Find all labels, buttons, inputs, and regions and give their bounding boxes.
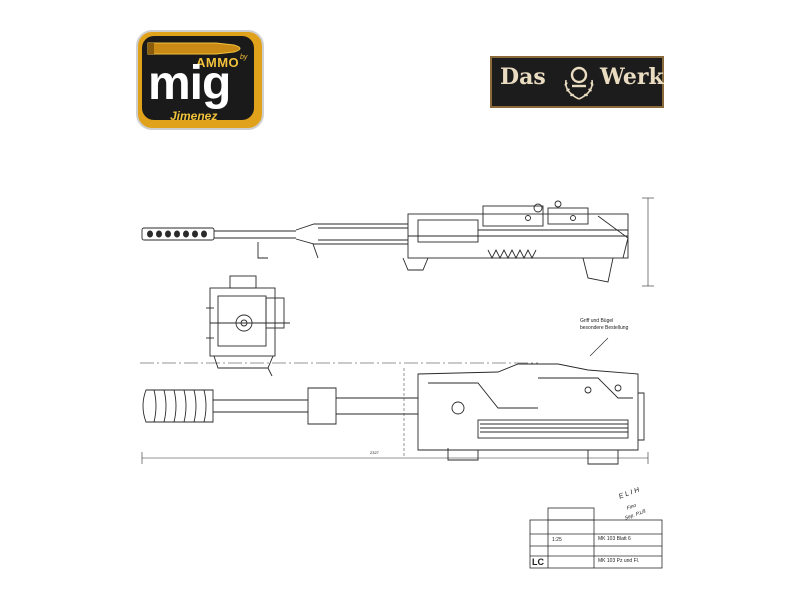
title-block-sheet: MK 103 Blatt 6 bbox=[598, 536, 631, 542]
logo-by-text: by bbox=[240, 54, 248, 61]
logo-ammo-text: AMMO bbox=[196, 55, 240, 70]
annotation-line-2: besondere Bestellung bbox=[580, 325, 629, 331]
logo-werk-text: Werk bbox=[600, 64, 664, 90]
title-block-code: LC bbox=[532, 557, 544, 567]
title-block bbox=[529, 507, 663, 569]
technical-drawing: Griff und Bügel besondere Bestellung 232… bbox=[118, 178, 668, 583]
das-werk-logo: Das Werk bbox=[490, 56, 664, 108]
logo-das-text: Das bbox=[500, 64, 546, 90]
logo-jimenez-text: Jimenez bbox=[170, 109, 218, 123]
title-block-name: MK 103 Pz und Fl. bbox=[598, 558, 640, 564]
logo-mig-text: mig bbox=[148, 57, 231, 110]
overall-dimension: 2327 bbox=[370, 450, 379, 455]
cannon-blueprint bbox=[140, 197, 663, 569]
title-block-scale: 1:25 bbox=[552, 537, 562, 543]
bullet-icon bbox=[147, 42, 241, 55]
side-view-cannon bbox=[141, 337, 649, 465]
laurel-emblem-icon bbox=[564, 66, 594, 100]
ammo-mig-logo: AMMO by mig Jimenez bbox=[136, 30, 264, 130]
front-section-view bbox=[206, 275, 290, 377]
annotation-line-1: Griff und Bügel bbox=[580, 318, 614, 324]
top-view-cannon bbox=[141, 197, 654, 287]
